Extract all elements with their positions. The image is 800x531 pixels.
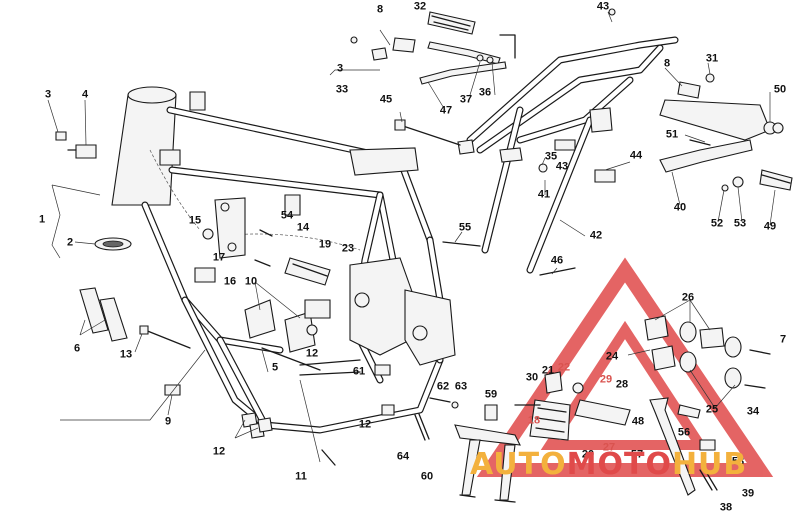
callout-29: 29 (599, 373, 613, 386)
callout-24: 24 (605, 350, 619, 363)
callout-62: 62 (436, 380, 450, 393)
callout-35: 35 (544, 150, 558, 163)
watermark-part-3: HUB (671, 447, 748, 482)
callout-11: 11 (295, 470, 307, 483)
callout-60: 60 (420, 470, 434, 483)
callout-12-right: 12 (358, 418, 372, 431)
callout-22: 22 (557, 361, 571, 374)
callout-7: 7 (779, 333, 787, 346)
callout-33: 33 (335, 83, 349, 96)
callout-30: 30 (525, 371, 539, 384)
callout-51: 51 (665, 128, 679, 141)
callout-40: 40 (673, 201, 687, 214)
callout-23: 23 (341, 242, 355, 255)
callout-14: 14 (296, 221, 310, 234)
passenger-peg-group (350, 11, 516, 85)
callout-26: 26 (681, 291, 695, 304)
callout-46: 46 (550, 254, 564, 267)
callout-64: 64 (396, 450, 410, 463)
callout-19: 19 (318, 238, 332, 251)
callout-21: 21 (541, 364, 555, 377)
callout-63: 63 (454, 380, 468, 393)
callout-43-top: 43 (596, 0, 610, 13)
callout-49: 49 (763, 220, 777, 233)
callout-53: 53 (733, 217, 747, 230)
callout-6: 6 (73, 342, 81, 355)
callout-59: 59 (484, 388, 498, 401)
callout-3-left: 3 (44, 88, 52, 101)
callout-39: 39 (741, 487, 755, 500)
callout-54: 54 (280, 209, 294, 222)
callout-61: 61 (352, 365, 366, 378)
watermark-part-1: AUTO (470, 447, 567, 482)
leader-lines (47, 11, 776, 463)
callout-4: 4 (81, 88, 89, 101)
callout-38: 38 (719, 501, 733, 514)
callout-56: 56 (677, 426, 691, 439)
callout-25: 25 (705, 403, 719, 416)
callout-10: 10 (244, 275, 258, 288)
callout-2: 2 (66, 236, 74, 249)
callout-37: 37 (459, 93, 473, 106)
callout-15: 15 (188, 214, 202, 227)
callout-52: 52 (710, 217, 724, 230)
callout-8-right: 8 (663, 57, 671, 70)
callout-13: 13 (119, 348, 133, 361)
watermark-logo: AUTOMOTOHUB (470, 450, 747, 480)
callout-58: 58 (731, 455, 745, 468)
callout-42: 42 (589, 229, 603, 242)
misc-parts (55, 8, 784, 503)
callout-48: 48 (631, 415, 645, 428)
callout-45: 45 (379, 93, 393, 106)
callout-31: 31 (705, 52, 719, 65)
callout-41: 41 (537, 188, 551, 201)
watermark-part-2: MOTO (566, 447, 672, 482)
callout-47: 47 (439, 104, 453, 117)
callout-34: 34 (746, 405, 760, 418)
callout-12-middle: 12 (305, 347, 319, 360)
callout-43-middle: 43 (555, 160, 569, 173)
callout-9: 9 (164, 415, 172, 428)
callout-17: 17 (212, 251, 226, 264)
callout-28: 28 (615, 378, 629, 391)
watermark-triangle (476, 257, 774, 477)
callout-12-bottom: 12 (212, 445, 226, 458)
callout-16: 16 (223, 275, 237, 288)
rear-subframe (457, 36, 679, 274)
callout-18: 18 (527, 414, 541, 427)
main-frame (111, 86, 456, 434)
callout-36: 36 (478, 86, 492, 99)
callout-50: 50 (773, 83, 787, 96)
callout-27: 27 (602, 441, 616, 454)
callout-55: 55 (458, 221, 472, 234)
rider-footpeg-group (659, 73, 793, 192)
callout-44: 44 (629, 149, 643, 162)
callout-8-top: 8 (376, 3, 384, 16)
callout-1: 1 (38, 213, 46, 226)
callout-57: 57 (630, 448, 644, 461)
callout-3-top: 3 (336, 62, 344, 75)
callout-32: 32 (413, 0, 427, 13)
callout-5: 5 (271, 361, 279, 374)
callout-20: 20 (581, 448, 595, 461)
